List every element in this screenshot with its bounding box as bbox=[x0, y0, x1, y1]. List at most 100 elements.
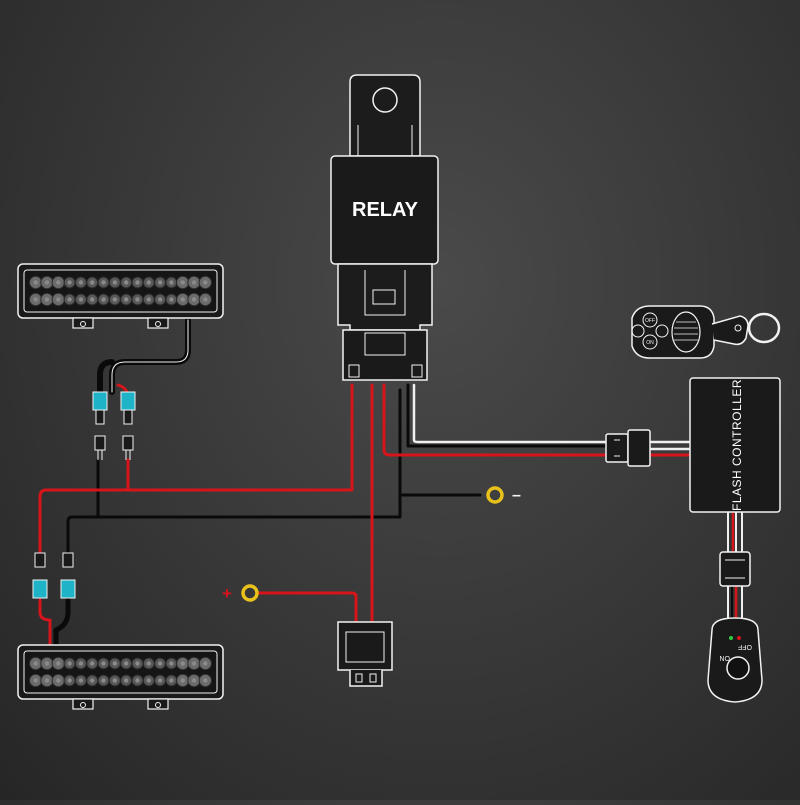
switch-lead-connector[interactable] bbox=[719, 551, 751, 587]
wires bbox=[38, 317, 743, 648]
led-center bbox=[180, 297, 185, 302]
positive-terminal[interactable]: + bbox=[222, 584, 259, 603]
led-center bbox=[44, 280, 50, 285]
switch-red-led bbox=[737, 636, 741, 640]
led-center bbox=[112, 661, 118, 666]
led-center bbox=[169, 280, 174, 285]
led-center bbox=[135, 280, 140, 285]
on-off-switch[interactable]: OFF ON bbox=[707, 617, 763, 703]
light-bar-bracket-right bbox=[147, 698, 169, 710]
led-center bbox=[157, 678, 163, 683]
led-center bbox=[203, 661, 208, 666]
switch-off-label: OFF bbox=[738, 643, 752, 650]
flash-controller[interactable]: FLASH CONTROLLER bbox=[689, 377, 781, 513]
led-center bbox=[67, 678, 72, 683]
connector-male-bottom-right[interactable] bbox=[62, 552, 74, 568]
led-center bbox=[78, 280, 84, 285]
led-center bbox=[90, 678, 95, 683]
led-center bbox=[191, 297, 197, 302]
led-center bbox=[44, 678, 50, 683]
led-center bbox=[135, 297, 140, 302]
remote-button-3[interactable] bbox=[631, 324, 645, 338]
connector-male-bottom-left[interactable] bbox=[34, 552, 46, 568]
led-center bbox=[101, 678, 106, 683]
switch-harness-plug[interactable] bbox=[337, 621, 393, 687]
led-center bbox=[101, 661, 106, 666]
led-center bbox=[56, 297, 61, 302]
light-bar-bracket-left bbox=[72, 698, 94, 710]
power-bus-wire bbox=[38, 383, 354, 557]
led-center bbox=[56, 678, 61, 683]
led-center bbox=[78, 678, 84, 683]
remote-keyring-link bbox=[711, 315, 749, 346]
bracket-bolt-icon bbox=[80, 702, 86, 708]
connector-female-bottom-left[interactable] bbox=[32, 579, 48, 599]
led-center bbox=[157, 297, 163, 302]
connector-male-right[interactable] bbox=[122, 435, 134, 460]
switch-button[interactable] bbox=[726, 656, 750, 680]
led-center bbox=[203, 297, 208, 302]
battery-positive-wire bbox=[256, 591, 358, 624]
bottom-led-light-bar[interactable] bbox=[17, 644, 224, 710]
led-center bbox=[157, 280, 163, 285]
negative-terminal[interactable]: – bbox=[486, 486, 521, 504]
led-center bbox=[78, 661, 84, 666]
led-center bbox=[191, 661, 197, 666]
relay-label: RELAY bbox=[352, 199, 419, 221]
led-center bbox=[33, 678, 38, 683]
remote-dial bbox=[671, 311, 701, 353]
light-bar-bracket-right bbox=[147, 317, 169, 329]
top-lightbar-black-wire bbox=[97, 317, 191, 395]
led-center bbox=[33, 661, 38, 666]
controller-inline-connector[interactable] bbox=[605, 429, 651, 467]
top-led-light-bar[interactable] bbox=[17, 263, 224, 329]
remote-button-1-label: OFF bbox=[645, 318, 655, 324]
key-fob-remote[interactable]: OFF ON bbox=[631, 305, 781, 359]
led-center bbox=[101, 280, 106, 285]
led-center bbox=[146, 678, 151, 683]
led-center bbox=[56, 661, 61, 666]
remote-button-2-label: ON bbox=[646, 340, 654, 346]
relay-socket bbox=[337, 263, 433, 331]
led-center bbox=[169, 297, 174, 302]
light-bar-bracket-left bbox=[72, 317, 94, 329]
negative-terminal-sign: – bbox=[512, 487, 521, 504]
relay-mounting-tab bbox=[349, 74, 421, 157]
led-center bbox=[90, 297, 95, 302]
remote-button-4[interactable] bbox=[655, 324, 669, 338]
led-center bbox=[203, 280, 208, 285]
led-center bbox=[33, 297, 38, 302]
led-center bbox=[67, 661, 72, 666]
led-center bbox=[123, 297, 129, 302]
led-center bbox=[169, 678, 174, 683]
switch-green-led bbox=[729, 636, 733, 640]
led-center bbox=[123, 661, 129, 666]
led-center bbox=[146, 280, 151, 285]
led-center bbox=[67, 280, 72, 285]
switch-on-label: ON bbox=[720, 654, 731, 661]
led-center bbox=[146, 297, 151, 302]
bracket-bolt-icon bbox=[155, 702, 161, 708]
light-bar-lens bbox=[23, 650, 218, 694]
led-center bbox=[180, 661, 185, 666]
remote-button-1[interactable] bbox=[642, 312, 658, 328]
connector-female-right[interactable] bbox=[120, 391, 136, 425]
connector-female-bottom-right[interactable] bbox=[60, 579, 76, 599]
relay-to-controller-wires bbox=[382, 383, 694, 457]
positive-terminal-sign: + bbox=[222, 584, 232, 603]
remote-button-2[interactable] bbox=[642, 334, 658, 350]
led-center bbox=[67, 297, 72, 302]
led-center bbox=[90, 280, 95, 285]
led-center bbox=[157, 661, 163, 666]
bracket-bolt-icon bbox=[155, 321, 161, 327]
connector-female-left[interactable] bbox=[92, 391, 108, 425]
led-center bbox=[33, 280, 38, 285]
top-connectors bbox=[92, 391, 136, 460]
flash-controller-label: FLASH CONTROLLER bbox=[730, 379, 744, 511]
connector-male-left[interactable] bbox=[94, 435, 106, 460]
led-center bbox=[191, 678, 197, 683]
led-center bbox=[112, 280, 118, 285]
relay[interactable]: RELAY bbox=[330, 74, 439, 381]
